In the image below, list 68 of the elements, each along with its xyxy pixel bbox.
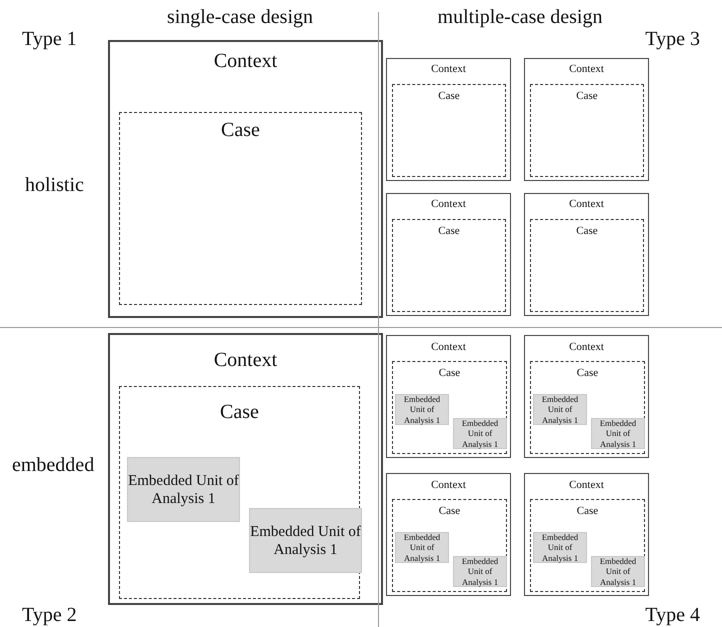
context-box — [108, 40, 383, 318]
context-box — [524, 335, 649, 458]
case-label: Case — [575, 90, 599, 102]
context-box — [108, 333, 383, 605]
context-label: Context — [568, 479, 605, 491]
case-box — [392, 84, 506, 177]
unit-label: Embedded Unit of Analysis 1 — [460, 556, 500, 587]
case-label: Case — [437, 225, 461, 237]
context-box — [386, 193, 511, 316]
case-box — [392, 219, 506, 312]
context-label: Context — [212, 349, 278, 372]
case-label: Case — [219, 401, 260, 424]
case-box — [530, 361, 645, 454]
case-box — [119, 112, 362, 305]
embedded-unit-box — [591, 556, 645, 587]
column-heading: multiple-case design — [438, 6, 602, 29]
embedded-unit-box — [395, 394, 449, 425]
context-label: Context — [568, 63, 605, 75]
case-label: Case — [576, 505, 600, 517]
case-label: Case — [438, 367, 462, 379]
case-label: Case — [438, 505, 462, 517]
case-box — [392, 361, 507, 454]
context-box — [386, 335, 511, 458]
embedded-unit-box — [127, 457, 240, 522]
context-box — [386, 473, 511, 596]
context-label: Context — [430, 198, 467, 210]
row-heading: embedded — [12, 454, 94, 477]
embedded-unit-box — [395, 532, 449, 563]
context-box — [524, 473, 649, 596]
unit-label: Embedded Unit of Analysis 1 — [250, 522, 361, 558]
column-heading: single-case design — [166, 6, 314, 29]
context-label: Context — [430, 341, 467, 353]
unit-label: Embedded Unit of Analysis 1 — [598, 418, 638, 449]
unit-label: Embedded Unit of Analysis 1 — [598, 556, 638, 587]
case-box — [392, 499, 507, 592]
embedded-unit-box — [453, 556, 507, 587]
case-box — [530, 499, 645, 592]
embedded-unit-box — [533, 394, 587, 425]
context-label: Context — [568, 198, 605, 210]
unit-label: Embedded Unit of Analysis 1 — [540, 532, 580, 563]
case-label: Case — [437, 90, 461, 102]
context-box — [524, 58, 649, 181]
embedded-unit-box — [591, 418, 645, 449]
unit-label: Embedded Unit of Analysis 1 — [540, 394, 580, 425]
context-label: Context — [212, 50, 278, 73]
unit-label: Embedded Unit of Analysis 1 — [402, 532, 442, 563]
case-label: Case — [220, 119, 261, 142]
row-heading: holistic — [25, 174, 84, 197]
case-box — [530, 219, 644, 312]
case-label: Case — [575, 225, 599, 237]
type-label: Type 4 — [645, 604, 700, 627]
case-box — [530, 84, 644, 177]
type-label: Type 1 — [22, 28, 77, 51]
context-box — [386, 58, 511, 181]
unit-label: Embedded Unit of Analysis 1 — [402, 394, 442, 425]
context-box — [524, 193, 649, 316]
unit-label: Embedded Unit of Analysis 1 — [128, 472, 239, 508]
embedded-unit-box — [453, 418, 507, 449]
case-label: Case — [576, 367, 600, 379]
type-label: Type 2 — [22, 604, 77, 627]
case-box — [119, 386, 360, 599]
context-label: Context — [430, 479, 467, 491]
context-label: Context — [430, 63, 467, 75]
embedded-unit-box — [249, 508, 362, 573]
embedded-unit-box — [533, 532, 587, 563]
unit-label: Embedded Unit of Analysis 1 — [460, 418, 500, 449]
type-label: Type 3 — [645, 28, 700, 51]
context-label: Context — [568, 341, 605, 353]
